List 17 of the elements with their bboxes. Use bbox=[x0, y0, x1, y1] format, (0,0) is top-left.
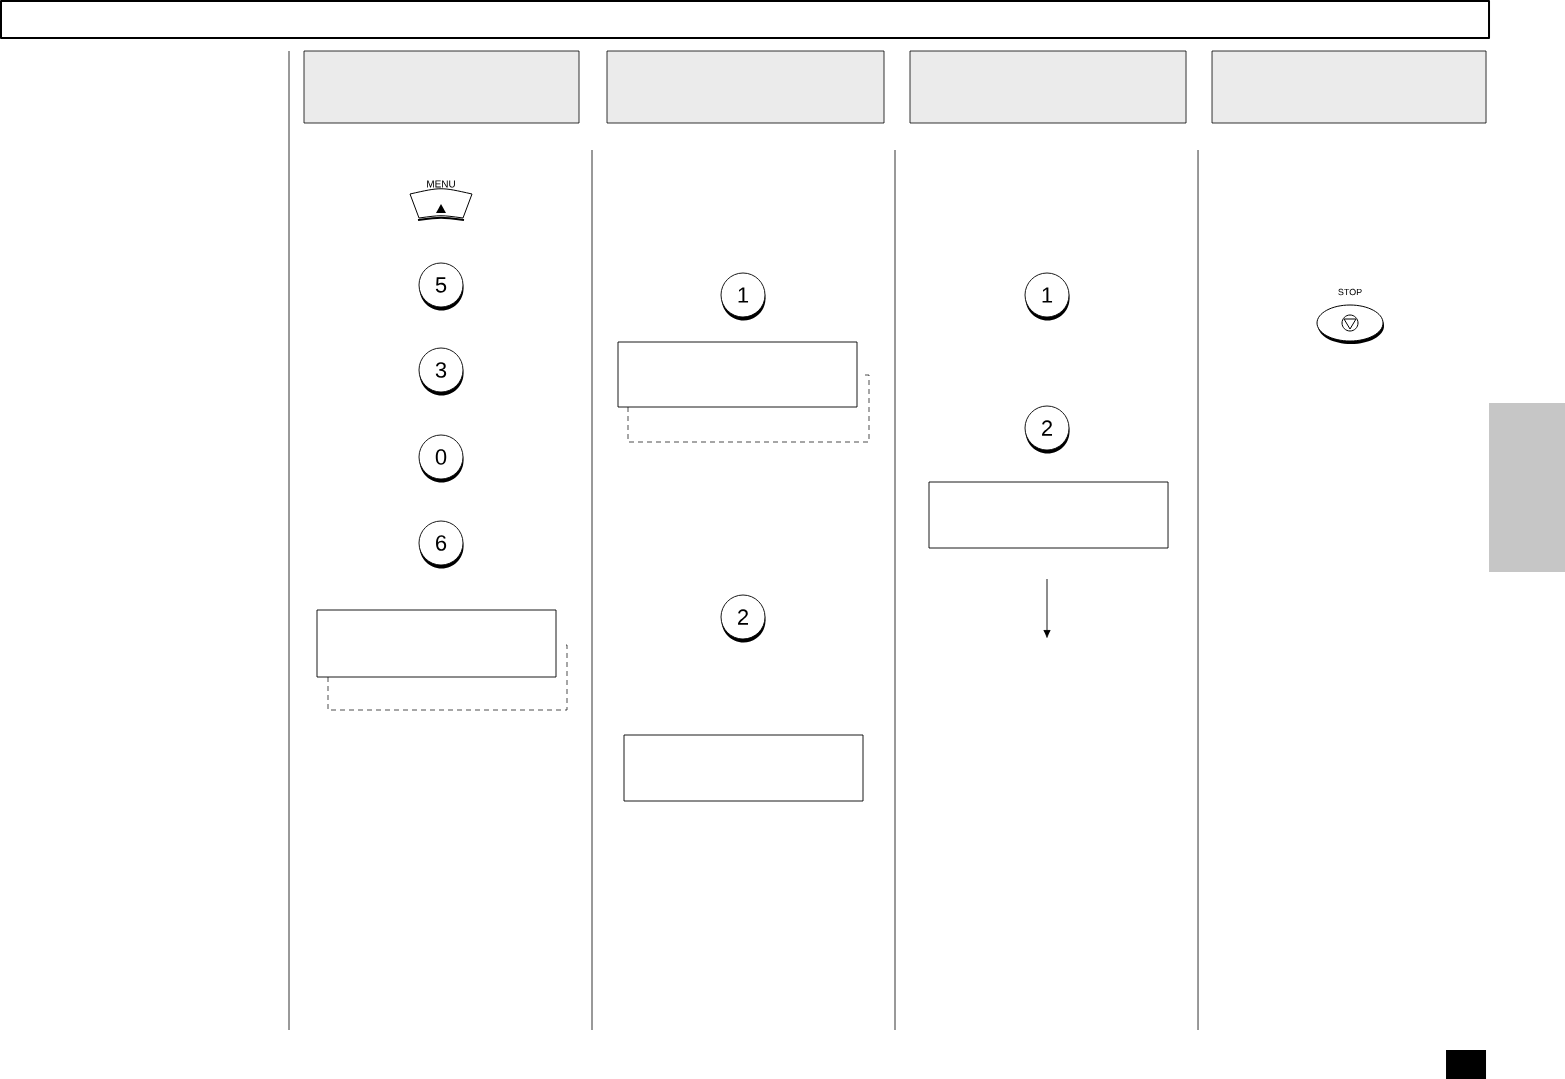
node-label: STOP bbox=[1338, 288, 1362, 296]
stop-key: STOP bbox=[1316, 288, 1384, 344]
menu-key: MENU bbox=[409, 180, 473, 222]
number-key: 0 bbox=[418, 434, 464, 483]
number-key: 1 bbox=[720, 272, 766, 321]
display-box bbox=[617, 341, 870, 443]
node-label: MENU bbox=[427, 180, 455, 188]
number-key: 3 bbox=[418, 347, 464, 396]
number-key: 5 bbox=[418, 262, 464, 311]
number-key: 1 bbox=[1024, 272, 1070, 321]
display-box bbox=[623, 734, 864, 802]
number-key: 6 bbox=[418, 520, 464, 569]
side-tab bbox=[1489, 403, 1565, 572]
display-box bbox=[928, 481, 1169, 549]
display-box bbox=[316, 609, 568, 711]
number-key: 2 bbox=[1024, 405, 1070, 454]
number-key: 2 bbox=[720, 594, 766, 643]
